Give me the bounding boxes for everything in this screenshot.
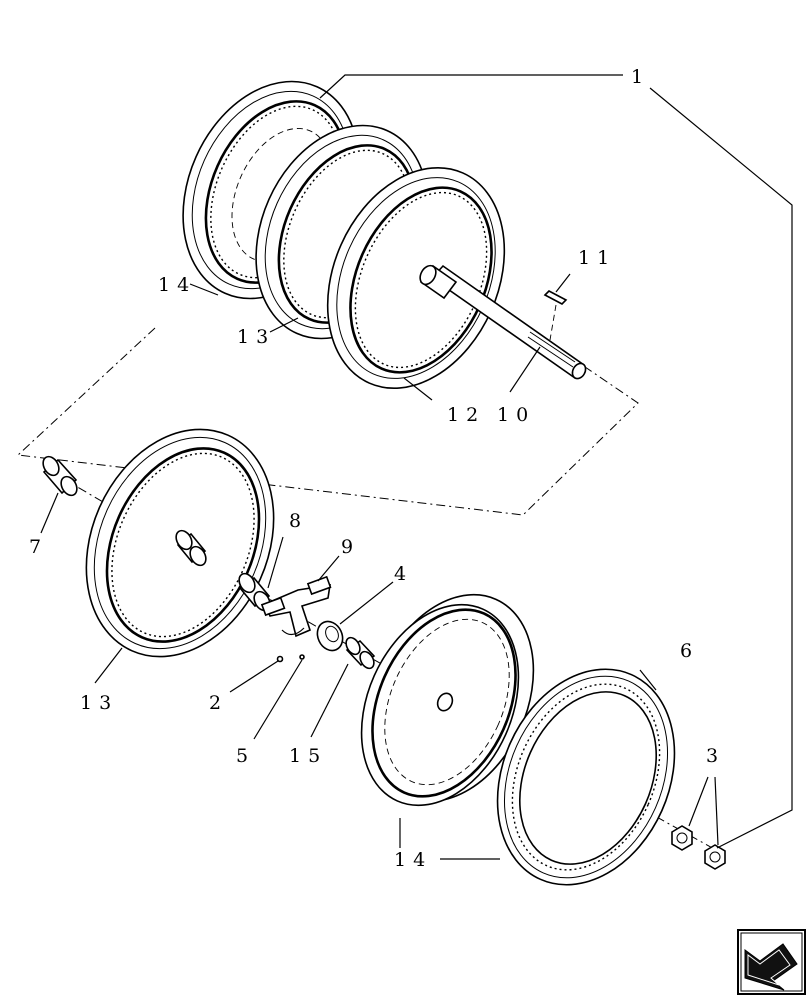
callout-3: 3 bbox=[706, 745, 725, 767]
callout-2: 2 bbox=[209, 692, 228, 714]
callout-9: 9 bbox=[341, 536, 360, 558]
bracket-9 bbox=[260, 575, 332, 638]
callout-5: 5 bbox=[236, 745, 255, 767]
bearing-4 bbox=[316, 620, 344, 652]
callout-13-top: 13 bbox=[237, 326, 275, 348]
nuts-3 bbox=[671, 825, 726, 870]
callout-14-top: 14 bbox=[158, 274, 196, 296]
tire-6 bbox=[496, 668, 676, 886]
callout-12: 12 bbox=[447, 404, 485, 426]
callout-14-bottom: 14 bbox=[394, 849, 432, 871]
callout-8: 8 bbox=[289, 510, 308, 532]
screw-2 bbox=[276, 655, 284, 663]
leader-lines bbox=[40, 74, 793, 860]
callout-6: 6 bbox=[680, 640, 699, 662]
key bbox=[543, 290, 568, 341]
bushing-7 bbox=[42, 455, 78, 497]
wheel-hub-bushing bbox=[175, 529, 207, 567]
bushing-15 bbox=[345, 636, 376, 670]
callout-4: 4 bbox=[394, 563, 413, 585]
callout-1: 1 bbox=[631, 66, 650, 88]
shaft bbox=[419, 264, 587, 380]
callout-7: 7 bbox=[29, 536, 48, 558]
callout-15: 15 bbox=[289, 745, 327, 767]
wheel-bottom-middle bbox=[360, 593, 535, 807]
callout-10: 10 bbox=[497, 404, 535, 426]
callout-13-bottom: 13 bbox=[80, 692, 118, 714]
screw-5 bbox=[299, 654, 305, 660]
next-page-arrow-icon[interactable] bbox=[737, 929, 806, 995]
callout-11: 11 bbox=[578, 247, 616, 269]
